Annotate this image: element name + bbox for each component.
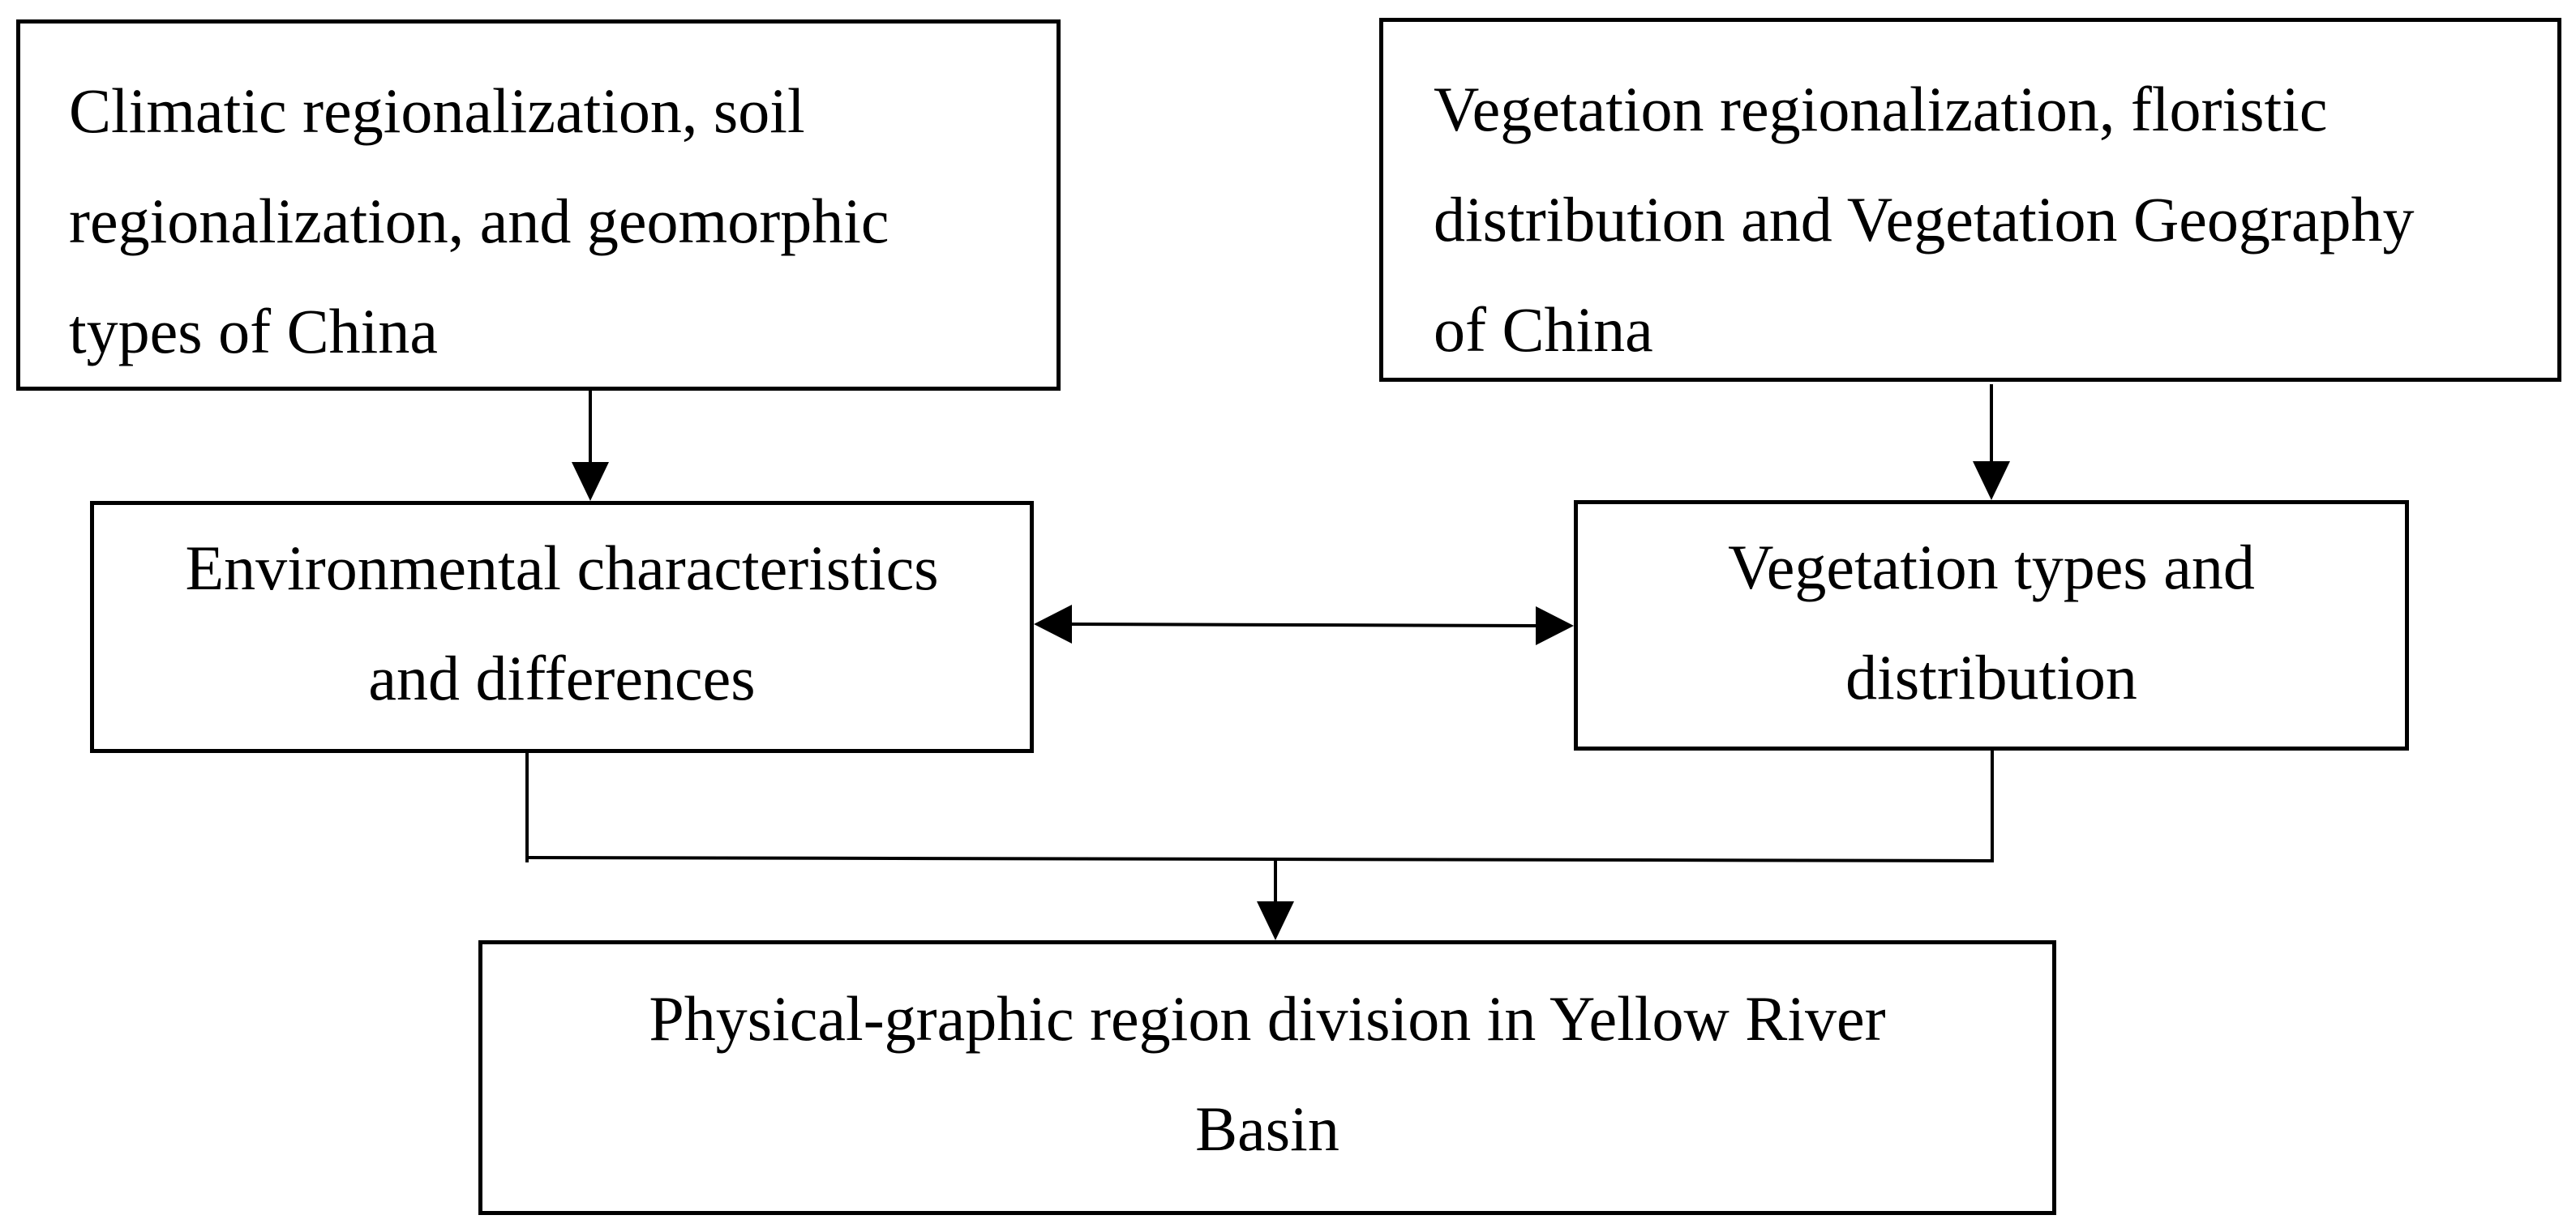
box-vegetation-regionalization-label: Vegetation regionalization, floristic di… <box>1434 74 2415 365</box>
box-vegetation-types: Vegetation types and distribution <box>1574 500 2409 751</box>
arrow-climate-to-environment <box>572 391 609 501</box>
arrow-vegetation-region-to-vegetation-types <box>1973 384 2010 500</box>
box-climatic-regionalization: Climatic regionalization, soil regionali… <box>16 19 1061 391</box>
box-region-division: Physical-graphic region division in Yell… <box>478 940 2056 1215</box>
box-region-division-label: Physical-graphic region division in Yell… <box>649 983 1886 1164</box>
box-climatic-regionalization-label: Climatic regionalization, soil regionali… <box>69 75 889 366</box>
box-vegetation-types-label: Vegetation types and distribution <box>1728 532 2255 712</box>
double-arrow-environment-vegetation-types <box>1034 605 1574 645</box>
box-environmental-characteristics: Environmental characteristics and differ… <box>90 501 1034 753</box>
merge-connector <box>525 751 1994 940</box>
box-environmental-characteristics-label: Environmental characteristics and differ… <box>185 533 939 713</box>
box-vegetation-regionalization: Vegetation regionalization, floristic di… <box>1379 18 2561 382</box>
